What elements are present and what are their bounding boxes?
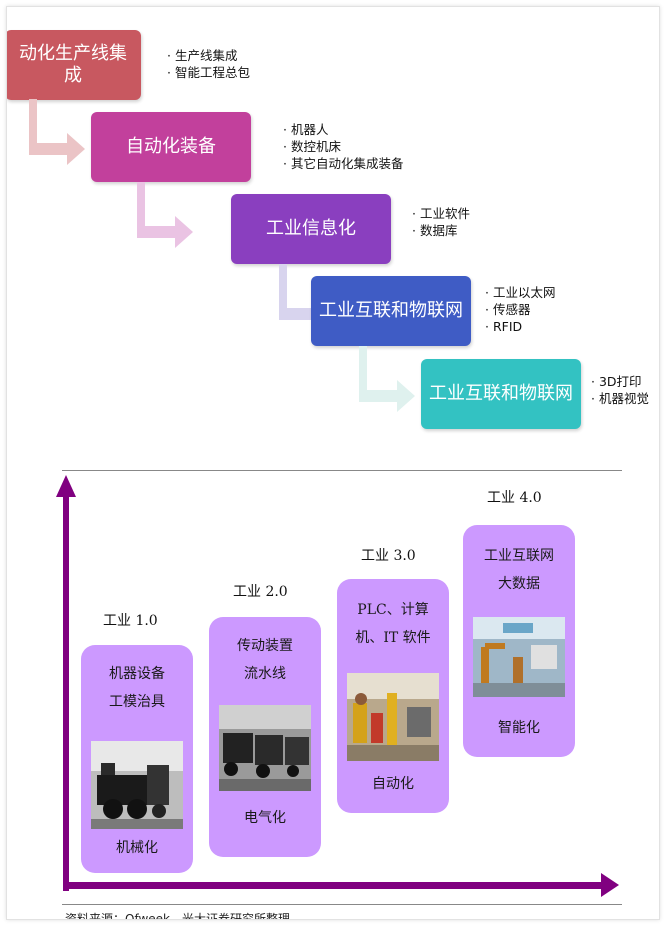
stage-2-title: 工业 2.0 [233, 584, 288, 600]
bullet-item: · 机器视觉 [591, 391, 649, 406]
bullet-item: · 工业软件 [412, 206, 470, 221]
step-2-bullets: · 机器人 · 数控机床 · 其它自动化集成装备 [283, 121, 403, 172]
step-3-bullets: · 工业软件 · 数据库 [412, 205, 470, 239]
step-arrow-4 [359, 346, 415, 412]
step-5-box: 工业互联和物联网 [421, 359, 581, 429]
timeline-axes [56, 475, 619, 897]
top-divider [62, 470, 622, 471]
stage-3-line1: PLC、计算 [357, 602, 429, 618]
bullet-item: · 其它自动化集成装备 [283, 156, 404, 171]
stage-3-title: 工业 3.0 [361, 548, 416, 564]
stage-1-title: 工业 1.0 [103, 613, 158, 629]
bullet-item: · 数控机床 [283, 139, 341, 154]
stage-1-line1: 机器设备 [109, 666, 165, 682]
stage-4-line2: 大数据 [498, 576, 540, 592]
bottom-divider [62, 904, 622, 905]
step-1-bullets: · 生产线集成 · 智能工程总包 [167, 47, 250, 81]
stage-2-card: 传动装置 流水线 电气化 [209, 617, 321, 857]
bullet-item: · 机器人 [283, 122, 329, 137]
bullet-item: · 传感器 [485, 302, 531, 317]
stage-3-card: PLC、计算 机、IT 软件 自动化 [337, 579, 449, 813]
step-5-bullets: · 3D打印 · 机器视觉 [591, 373, 649, 407]
bullet-item: · 数据库 [412, 223, 458, 238]
steam-locomotive-photo [91, 741, 183, 829]
step-4-bullets: · 工业以太网 · 传感器 · RFID [485, 284, 555, 335]
step-1-label: 动化生产线集成 [19, 43, 127, 86]
bullet-item: · 3D打印 [591, 374, 642, 389]
stage-4-title: 工业 4.0 [487, 490, 542, 506]
step-3-label: 工业信息化 [266, 218, 356, 239]
stage-3-footer: 自动化 [372, 776, 414, 792]
bullet-item: · 工业以太网 [485, 285, 556, 300]
page-frame: 动化生产线集成 · 生产线集成 · 智能工程总包 自动化装备 · 机器人 · 数… [6, 6, 660, 920]
bullet-item: · 生产线集成 [167, 48, 238, 63]
step-2-label: 自动化装备 [126, 136, 216, 157]
step-1-box: 动化生产线集成 [7, 30, 141, 100]
robotic-factory-photo [473, 617, 565, 697]
stage-4-line1: 工业互联网 [484, 548, 554, 564]
assembly-line-photo [219, 705, 311, 791]
step-arrow-1 [29, 99, 85, 165]
step-5-label: 工业互联和物联网 [429, 383, 573, 404]
step-3-box: 工业信息化 [231, 194, 391, 264]
stage-1-card: 机器设备 工模治具 机械化 [81, 645, 193, 873]
stage-2-line1: 传动装置 [237, 638, 293, 654]
step-arrow-2 [137, 182, 193, 248]
source-note: 资料来源：Ofweek，光大证券研究所整理 [65, 912, 290, 920]
stage-4-card: 工业互联网 大数据 智能化 [463, 525, 575, 757]
step-4-box: 工业互联和物联网 [311, 276, 471, 346]
stage-3-line2: 机、IT 软件 [355, 630, 431, 646]
stage-2-footer: 电气化 [244, 810, 286, 826]
factory-automation-photo [347, 673, 439, 761]
step-2-box: 自动化装备 [91, 112, 251, 182]
bullet-item: · 智能工程总包 [167, 65, 250, 80]
step-4-label: 工业互联和物联网 [319, 300, 463, 321]
stage-4-footer: 智能化 [498, 720, 540, 736]
stage-2-line2: 流水线 [244, 666, 286, 682]
stage-1-footer: 机械化 [116, 840, 158, 856]
stage-1-line2: 工模治具 [109, 694, 165, 710]
bullet-item: · RFID [485, 319, 523, 334]
